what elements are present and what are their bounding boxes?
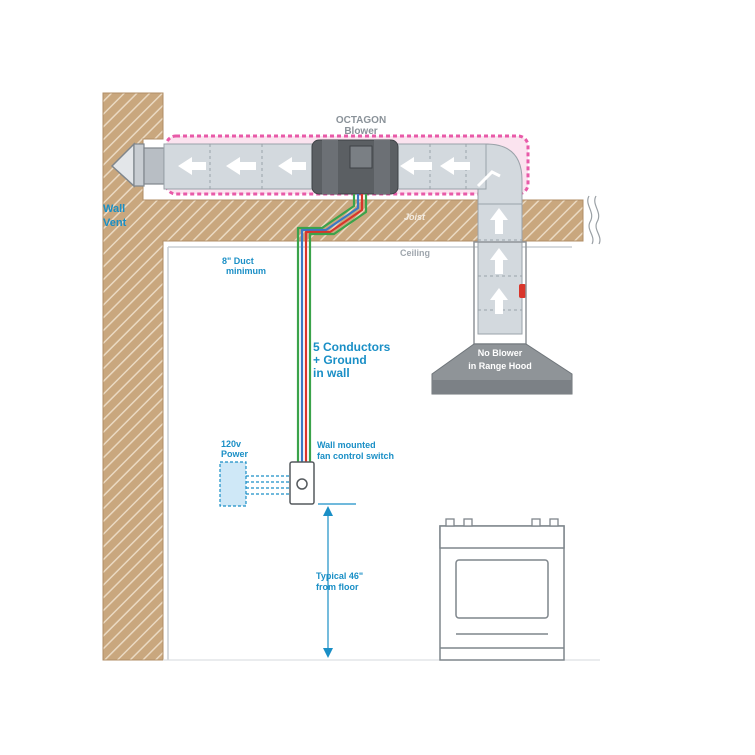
conductors-label-2: + Ground bbox=[313, 353, 367, 367]
airflow-arrows-horizontal bbox=[178, 157, 470, 175]
power-label: 120v bbox=[221, 439, 241, 449]
conductors-label: 5 Conductors bbox=[313, 340, 391, 354]
wall-vent-label: Wall bbox=[103, 203, 125, 215]
conductors-label-3: in wall bbox=[313, 366, 350, 380]
wall-vent-label-2: Vent bbox=[103, 217, 127, 229]
wall-structure bbox=[102, 92, 584, 661]
hood-label: No Blower bbox=[478, 348, 523, 358]
wall-switch bbox=[289, 461, 315, 505]
stove bbox=[439, 525, 565, 661]
power-conduit bbox=[246, 475, 290, 495]
conductor-wires bbox=[296, 194, 368, 462]
power-label-2: Power bbox=[221, 449, 249, 459]
hood-light-icon bbox=[519, 284, 526, 298]
height-label-2: from floor bbox=[316, 582, 359, 592]
wall-vent-icon bbox=[110, 142, 165, 188]
blower-label: OCTAGON bbox=[336, 115, 386, 126]
duct-elbow bbox=[476, 143, 523, 207]
height-dimension bbox=[318, 503, 356, 658]
switch-label: Wall mounted bbox=[317, 440, 376, 450]
joist-break-icon bbox=[587, 195, 601, 245]
range-hood bbox=[431, 241, 573, 395]
hood-label-2: in Range Hood bbox=[468, 361, 532, 371]
power-box bbox=[219, 461, 247, 507]
airflow-arrows-vertical bbox=[490, 208, 508, 314]
duct-label-2: minimum bbox=[226, 266, 266, 276]
joist-label: Joist bbox=[404, 212, 426, 222]
switch-label-2: fan control switch bbox=[317, 451, 394, 461]
duct-label: 8" Duct bbox=[222, 256, 254, 266]
height-label: Typical 46" bbox=[316, 571, 363, 581]
ceiling-label: Ceiling bbox=[400, 248, 430, 258]
stove-knobs-icon bbox=[445, 518, 559, 527]
blower-label-2: Blower bbox=[344, 126, 377, 137]
octagon-blower bbox=[311, 139, 399, 195]
